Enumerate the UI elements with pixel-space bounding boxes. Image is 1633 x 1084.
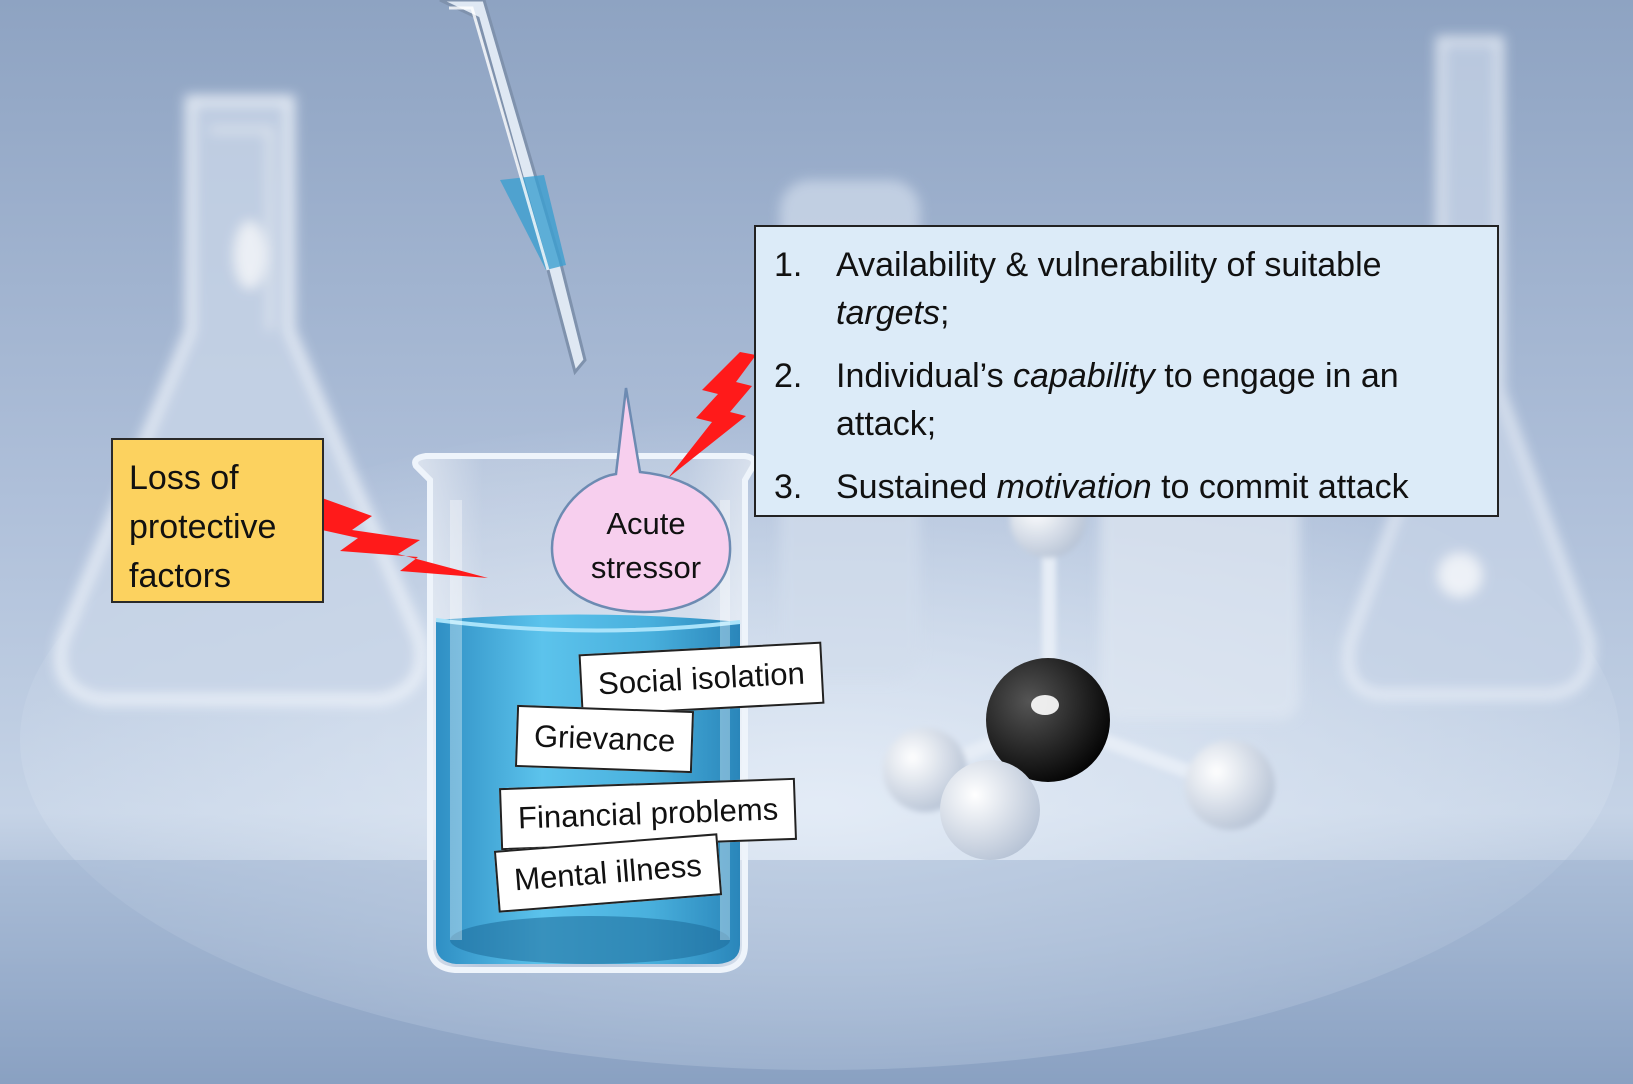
loss-of-protective-factors-box: Loss of protective factors <box>111 438 324 603</box>
pipette-icon <box>439 0 587 376</box>
lightning-bolt-left-icon <box>322 498 488 578</box>
acute-stressor-label: Acute stressor <box>556 502 736 590</box>
list-number: 3. <box>774 468 803 506</box>
list-number: 2. <box>774 357 803 395</box>
factor-label-social-isolation: Social isolation <box>578 641 825 717</box>
list-item: 1. Availability & vulnerability of suita… <box>774 241 1477 337</box>
loss-box-line: Loss of <box>129 459 239 497</box>
stressor-line: Acute <box>606 506 686 541</box>
list-text: Individual’s capability to engage in an … <box>836 357 1399 443</box>
list-number: 1. <box>774 246 803 284</box>
table-surface <box>0 860 1633 1084</box>
factor-label-grievance: Grievance <box>514 704 695 774</box>
molecule-model-icon <box>883 482 1275 860</box>
list-text: Availability & vulnerability of suitable… <box>836 246 1382 332</box>
list-text: Sustained motivation to commit attack <box>836 468 1409 506</box>
stressor-bubble <box>550 387 732 614</box>
list-item: 3. Sustained motivation to commit attack <box>774 463 1477 511</box>
stressor-line: stressor <box>590 550 702 585</box>
loss-box-line: protective <box>129 508 277 546</box>
attack-conditions-list-box: 1. Availability & vulnerability of suita… <box>754 225 1499 517</box>
list-item: 2. Individual’s capability to engage in … <box>774 352 1477 448</box>
loss-box-line: factors <box>129 557 232 595</box>
numbered-list: 1. Availability & vulnerability of suita… <box>774 241 1477 511</box>
lightning-bolt-right-icon <box>668 352 756 478</box>
